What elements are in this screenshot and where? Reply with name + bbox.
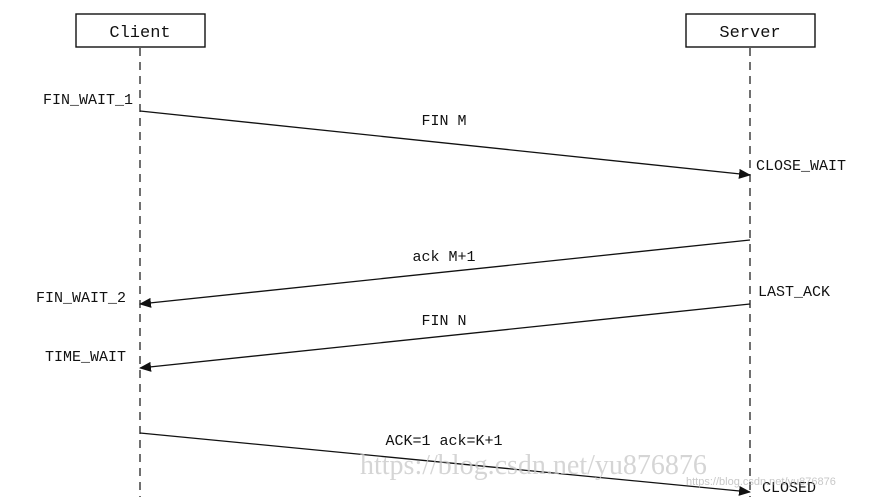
message-ack-k1-label: ACK=1 ack=K+1 [385, 433, 502, 450]
arrow-fin-n [139, 303, 751, 372]
watermark-text: https://blog.csdn.net/yu876876 [360, 450, 707, 481]
message-fin-m-label: FIN M [421, 113, 466, 130]
client-box: Client [75, 13, 206, 48]
message-fin-n-label: FIN N [421, 313, 466, 330]
server-state-close-wait: CLOSE_WAIT [756, 158, 846, 175]
message-ack-m1-label: ack M+1 [412, 249, 475, 266]
client-label: Client [109, 24, 170, 43]
watermark-small-text: https://blog.csdn.net/yu876876 [686, 476, 836, 488]
server-box: Server [685, 13, 816, 48]
client-state-fin-wait-2: FIN_WAIT_2 [36, 290, 126, 307]
arrow-ack-m1 [139, 239, 751, 308]
client-box-frame [75, 13, 206, 48]
client-state-time-wait: TIME_WAIT [45, 349, 126, 366]
server-state-closed: CLOSED [762, 480, 816, 497]
server-state-last-ack: LAST_ACK [758, 284, 830, 301]
server-label: Server [719, 24, 780, 43]
client-state-fin-wait-1: FIN_WAIT_1 [43, 92, 133, 109]
arrow-fin-m [139, 110, 751, 179]
arrow-ack-k1 [139, 432, 751, 496]
server-box-frame [685, 13, 816, 48]
